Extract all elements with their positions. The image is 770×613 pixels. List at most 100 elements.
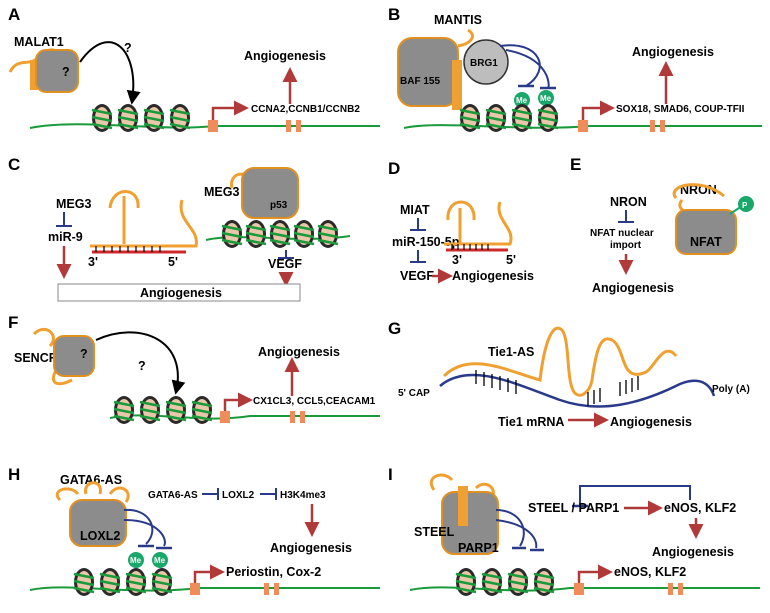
panel-b: B MANTIS BAF 155 BRG1 Me Me SOX18, SMAD6… [388, 5, 762, 134]
genes-b: SOX18, SMAD6, COUP-TFII [616, 104, 745, 115]
base-pairs-g2 [587, 388, 601, 406]
tss-arrow-a [211, 100, 249, 120]
exon-a2 [296, 120, 301, 132]
nucleosome-c4 [292, 218, 316, 250]
angiogenesis-e: Angiogenesis [592, 281, 674, 295]
nucleosome-f1 [112, 394, 136, 426]
steel-stem [458, 486, 468, 526]
loxl2-inhibit-lines [123, 508, 166, 547]
exon-b2 [660, 120, 665, 132]
gata6as-rna [55, 486, 130, 503]
steel-parp1-label: STEEL / PARP1 [528, 501, 619, 515]
panel-a: A MALAT1 ? ? CCNA2,CCNB1/CCNB2 Angiogene… [8, 5, 380, 134]
nucleosome-f2 [138, 394, 162, 426]
me-h2: Me [154, 556, 166, 565]
meg3-strand-c [90, 199, 198, 248]
nucleosome-c5 [316, 218, 340, 250]
exon-f1 [290, 411, 295, 423]
d-5prime: 5' [506, 253, 516, 267]
promoter-a [208, 120, 218, 132]
nucleosome-c1 [220, 218, 244, 250]
methyl-b1 [514, 92, 530, 108]
panel-g: G Tie1-AS 5' CAP Poly (A) Tie1 mRNA Angi… [388, 319, 750, 429]
brg1-inhibit-bars [518, 84, 556, 90]
nucleosome-a2 [116, 102, 140, 134]
nfat-import-2: import [610, 240, 642, 251]
tie1-mrna [439, 373, 716, 408]
steel-label: STEEL [414, 525, 455, 539]
tss-arrow-f [223, 392, 253, 411]
nfat-label: NFAT [690, 235, 722, 249]
meg3-label-a: MEG3 [56, 197, 91, 211]
polya-label: Poly (A) [712, 384, 750, 395]
nucleosome-b4 [536, 102, 560, 134]
panel-i: I STEEL PARP1 eNOS, KLF2 STEEL / PARP1 e… [388, 465, 760, 598]
phospho-label: P [742, 201, 748, 210]
malat1-arrow [79, 41, 141, 105]
base-pairs-c [95, 246, 161, 252]
angiogenesis-c: Angiogenesis [140, 286, 222, 300]
brg1-label: BRG1 [470, 58, 498, 69]
malat1-protein [35, 49, 79, 93]
panel-label-c: C [8, 155, 20, 174]
loxl2-protein [69, 499, 127, 547]
axis-gata6as: GATA6-AS [148, 490, 198, 501]
baf155-label: BAF 155 [400, 76, 440, 87]
nucleosome-h2 [98, 566, 122, 598]
panel-label-b: B [388, 5, 400, 24]
miat-strand [444, 201, 513, 246]
exon-f2 [300, 411, 305, 423]
nucleosome-a3 [142, 102, 166, 134]
nucleosome-f3 [164, 394, 188, 426]
tss-arrow-b [581, 100, 615, 120]
exon-b1 [650, 120, 655, 132]
exon-i2 [678, 583, 683, 595]
panel-label-f: F [8, 313, 18, 332]
tie1as-label: Tie1-AS [488, 345, 534, 359]
sencr-label: SENCR [14, 351, 58, 365]
mantis-stem [452, 60, 462, 110]
mantis-label: MANTIS [434, 13, 482, 27]
exon-h1 [264, 583, 269, 595]
tie1as-rna [442, 326, 678, 397]
meg3-hairpin [108, 190, 140, 244]
angiogenesis-h: Angiogenesis [270, 541, 352, 555]
nucleosome-h3 [124, 566, 148, 598]
sencr-q2: ? [138, 359, 146, 373]
malat1-q2: ? [124, 41, 132, 55]
angiogenesis-f: Angiogenesis [258, 345, 340, 359]
nfat-import-1: NFAT nuclear [590, 228, 654, 239]
nucleosome-i1 [454, 566, 478, 598]
gata6as-loop [84, 481, 102, 495]
angiogenesis-g: Angiogenesis [610, 415, 692, 429]
phospho-circle [738, 196, 754, 212]
me-h1: Me [130, 556, 142, 565]
promoter-h [190, 583, 200, 595]
promoter-f [220, 411, 230, 423]
loxl2-inhibit-h [260, 488, 277, 500]
nron-rna [672, 183, 725, 199]
axis-h3k4me3: H3K4me3 [280, 490, 326, 501]
parp1-label: PARP1 [458, 541, 499, 555]
sencr-arrow [95, 331, 186, 395]
mir150-inhibit [410, 250, 426, 263]
enos-label-i: eNOS, KLF2 [664, 501, 736, 515]
nron-inhibit [618, 210, 634, 223]
exon-a1 [286, 120, 291, 132]
genes-h: Periostin, Cox-2 [226, 565, 321, 579]
panel-d: D MIAT miR-150-5p VEGF Angiogenesis 3' 5… [388, 159, 534, 284]
angiogenesis-box-c [57, 283, 301, 302]
nucleosome-b1 [458, 102, 482, 134]
brg1-protein [463, 39, 509, 85]
vegf-label-d: VEGF [400, 269, 434, 283]
axis-loxl2: LOXL2 [222, 490, 255, 501]
genes-a: CCNA2,CCNB1/CCNB2 [251, 104, 360, 115]
sencr-rna [32, 327, 73, 386]
brg1-inhibit-lines [499, 44, 550, 89]
tie1-mrna-label: Tie1 mRNA [498, 415, 564, 429]
p53-inhibit [278, 250, 294, 259]
loxl2-label: LOXL2 [80, 529, 120, 543]
malat1-label: MALAT1 [14, 35, 64, 49]
exon-i1 [668, 583, 673, 595]
methyl-h1 [128, 552, 144, 568]
